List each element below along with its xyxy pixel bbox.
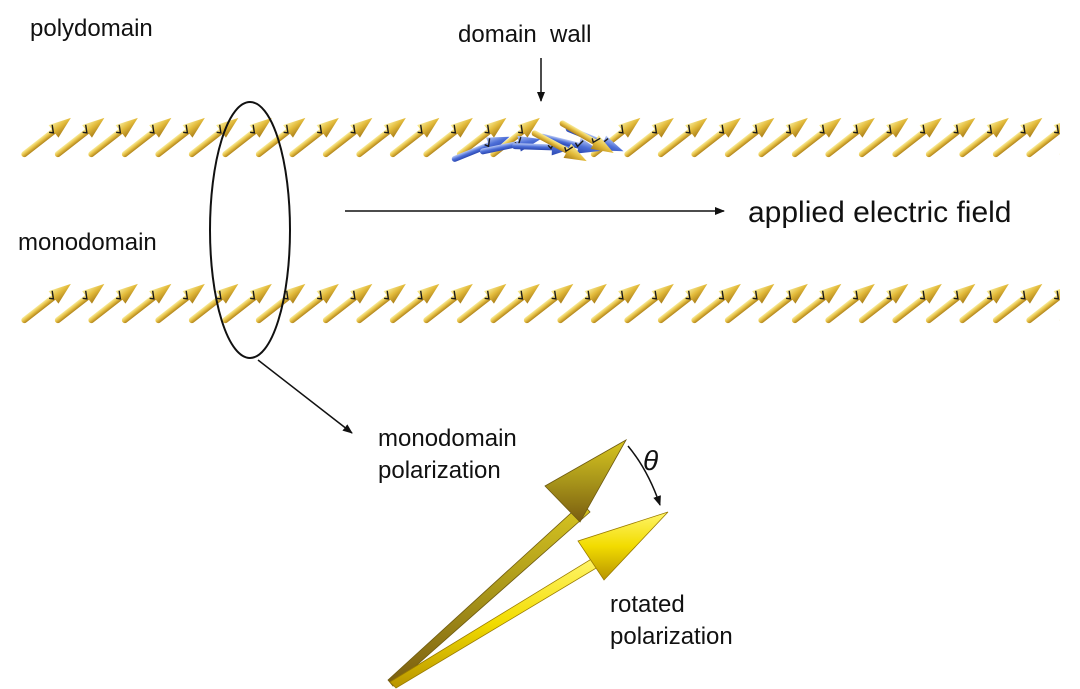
dipole-arrow-icon	[1021, 278, 1060, 330]
dipole-arrow-icon	[987, 278, 1048, 330]
dipole-arrow-icon	[652, 112, 713, 164]
dipole-arrow-icon	[987, 112, 1048, 164]
dipole-arrow-icon	[820, 112, 881, 164]
dipole-arrow-icon	[20, 112, 77, 164]
polydomain-label: polydomain	[30, 15, 153, 42]
domain-wall-label: domain wall	[458, 21, 591, 48]
dipole-arrow-icon	[619, 112, 680, 164]
theta-symbol: θ	[643, 445, 658, 476]
dipole-arrow-icon	[619, 278, 680, 330]
dipole-arrow-icon	[317, 278, 378, 330]
dipole-arrow-icon	[49, 278, 110, 330]
dipole-arrow-icon	[887, 112, 948, 164]
dipole-arrow-icon	[920, 112, 981, 164]
dipole-arrow-icon	[317, 112, 378, 164]
dipole-arrow-icon	[719, 278, 780, 330]
dipole-arrow-icon	[451, 278, 512, 330]
zoom-pointer	[257, 359, 353, 434]
dipole-arrow-icon	[150, 112, 211, 164]
dipole-arrow-icon	[83, 278, 144, 330]
dipole-arrow-icon	[116, 112, 177, 164]
dipole-arrow-icon	[820, 278, 881, 330]
dipole-arrow-icon	[20, 278, 77, 330]
dipole-arrow-icon	[887, 278, 948, 330]
dipole-arrow-icon	[384, 112, 445, 164]
dipole-arrow-icon	[853, 278, 914, 330]
dipole-arrow-icon	[217, 112, 278, 164]
dipole-arrow-icon	[518, 278, 579, 330]
dipole-arrow-icon	[552, 278, 613, 330]
dipole-arrow-icon	[652, 278, 713, 330]
dipole-arrow-icon	[485, 278, 546, 330]
dipole-arrow-icon	[853, 112, 914, 164]
dipole-arrow-icon	[686, 112, 747, 164]
dipole-arrow-icon	[284, 278, 345, 330]
dipole-arrow-icon	[351, 112, 412, 164]
dipole-arrow-icon	[1054, 278, 1060, 330]
dipole-arrow-icon	[786, 278, 847, 330]
monodomain-label: monodomain	[18, 229, 157, 256]
dipole-arrow-icon	[250, 278, 311, 330]
monodomain-row	[20, 278, 1060, 330]
dipole-arrow-icon	[920, 278, 981, 330]
dipole-arrow-icon	[83, 112, 144, 164]
rotation-arc	[627, 445, 661, 506]
dipole-arrow-icon	[1021, 112, 1060, 164]
monodomain-polarization-label-1: monodomain	[378, 425, 517, 452]
rotated-polarization-label-2: polarization	[610, 623, 733, 650]
dipole-arrow-icon	[786, 112, 847, 164]
dipole-arrow-icon	[150, 278, 211, 330]
dipole-arrow-icon	[183, 112, 244, 164]
rotated-polarization-label-1: rotated	[610, 591, 685, 618]
dipole-arrow-icon	[753, 112, 814, 164]
dipole-arrow-icon	[686, 278, 747, 330]
dipole-arrow-icon	[351, 278, 412, 330]
monodomain-polarization-arrow	[387, 438, 628, 687]
dipole-arrow-icon	[217, 278, 278, 330]
dipole-arrow-icon	[954, 112, 1015, 164]
dipole-arrow-icon	[384, 278, 445, 330]
dipole-arrow-icon	[284, 112, 345, 164]
rotated-dipole-icon	[555, 114, 619, 161]
rotated-polarization-arrow	[389, 511, 669, 689]
dipole-arrow-icon	[719, 112, 780, 164]
selection-ellipse	[209, 101, 291, 359]
dipole-arrow-icon	[116, 278, 177, 330]
dipole-arrow-icon	[1054, 112, 1060, 164]
applied-field-label: applied electric field	[748, 196, 1011, 229]
dipole-arrow-icon	[585, 278, 646, 330]
dipole-arrow-icon	[954, 278, 1015, 330]
dipole-arrow-icon	[418, 278, 479, 330]
dipole-arrow-icon	[49, 112, 110, 164]
monodomain-polarization-label-2: polarization	[378, 457, 501, 484]
dipole-arrow-icon	[753, 278, 814, 330]
dipole-arrow-icon	[250, 112, 311, 164]
